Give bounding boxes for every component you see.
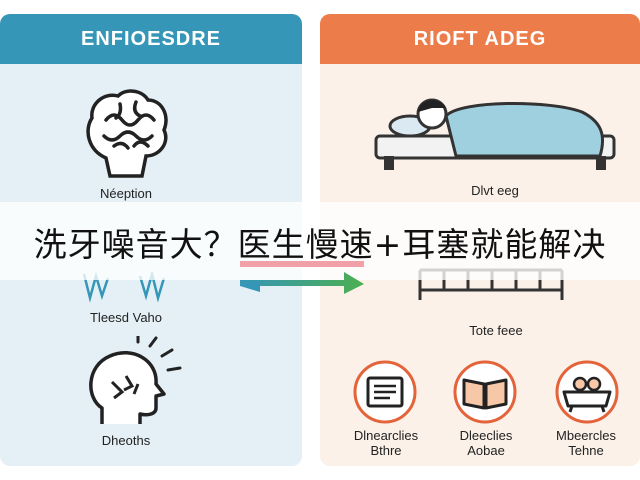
left-panel-title: ENFIOESDRE (0, 14, 302, 64)
right-label-2: Tote feee (469, 323, 523, 338)
head-noise-icon (89, 336, 182, 424)
sleeping-person-bed-icon (374, 98, 616, 170)
right-circle-label-1a: Dlnearclies (353, 428, 419, 443)
open-book-icon (453, 360, 517, 424)
left-label-1: Néeption (99, 186, 153, 201)
brain-icon (86, 89, 168, 178)
swap-arrows-icon (240, 261, 364, 294)
right-circle-label-1b: Bthre (370, 443, 402, 458)
left-label-3: Dheoths (101, 433, 151, 448)
left-label-2: Tleesd Vaho (89, 310, 163, 325)
right-panel-title: RIOFT ADEG (320, 14, 640, 64)
right-circle-label-3b: Tehne (568, 443, 604, 458)
right-circle-label-3a: Mbeercles (556, 428, 616, 443)
book-icon (353, 360, 417, 424)
right-label-1: Dlvt eeg (471, 183, 519, 198)
caption-title: 洗牙噪音大？医生慢速+耳塞就能解决 (33, 225, 607, 264)
bathtub-icon (555, 360, 619, 424)
right-circle-label-2a: Dleeclies (459, 428, 513, 443)
right-circle-label-2b: Aobae (467, 443, 505, 458)
